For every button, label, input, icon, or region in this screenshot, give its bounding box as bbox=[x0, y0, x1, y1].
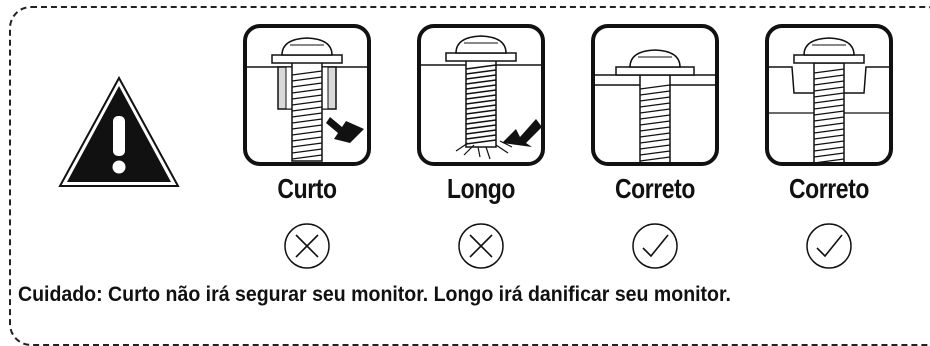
label-correto-2: Correto bbox=[788, 173, 870, 204]
screw-panel-correto-flat bbox=[590, 23, 720, 167]
x-circle-icon bbox=[456, 221, 506, 271]
label-correto-1: Correto bbox=[614, 173, 696, 204]
caution-caption: Cuidado: Curto não irá segurar seu monit… bbox=[18, 283, 731, 306]
warning-triangle-icon bbox=[58, 75, 180, 187]
screw-panel-correto-recessed bbox=[764, 23, 894, 167]
x-circle-icon bbox=[282, 221, 332, 271]
screw-panel-curto bbox=[242, 23, 372, 167]
screw-panel-longo bbox=[416, 23, 546, 167]
check-circle-icon bbox=[630, 221, 680, 271]
label-longo: Longo bbox=[446, 173, 516, 204]
check-circle-icon bbox=[804, 221, 854, 271]
label-curto: Curto bbox=[277, 173, 337, 204]
